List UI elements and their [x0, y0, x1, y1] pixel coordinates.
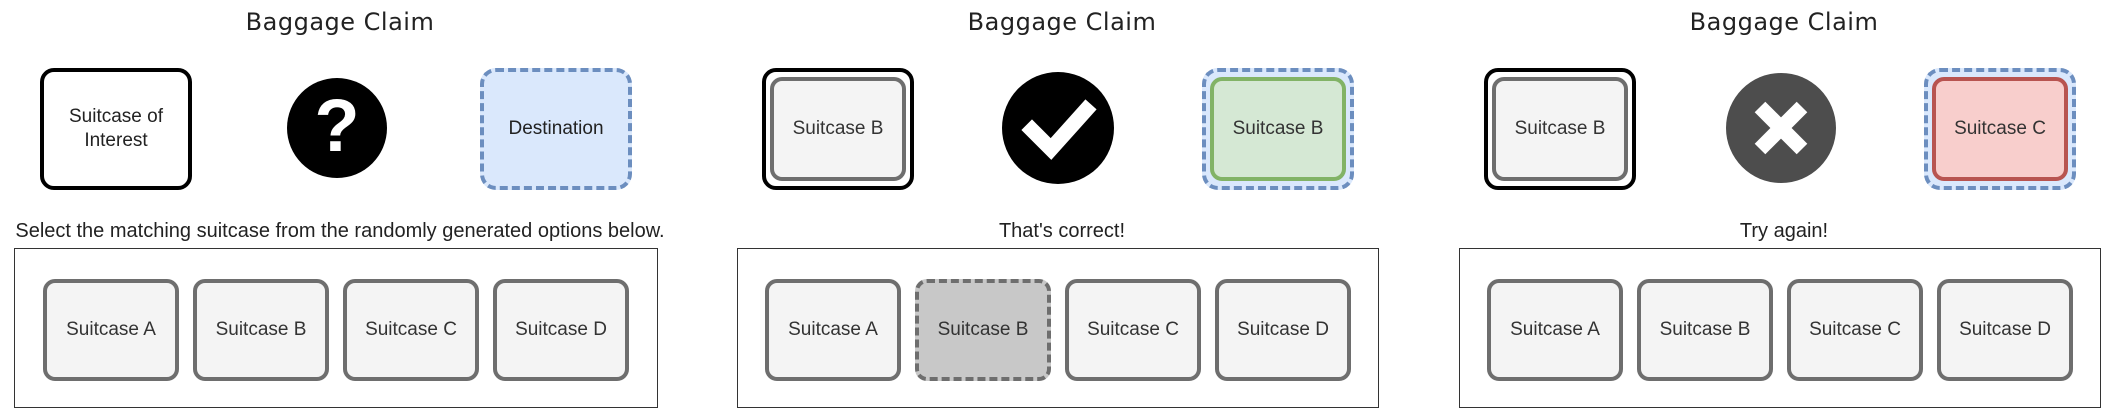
option-suitcase-c[interactable]: Suitcase C — [343, 279, 479, 381]
destination-card-correct: Suitcase B — [1210, 77, 1346, 181]
check-icon — [1002, 72, 1114, 184]
feedback-text: That's correct! — [998, 220, 1126, 242]
feedback-text: Try again! — [1739, 220, 1829, 242]
suitcase-of-interest-label: Suitcase B — [1514, 118, 1606, 139]
suitcase-of-interest-card: Suitcase B — [770, 77, 906, 181]
option-suitcase-d[interactable]: Suitcase D — [493, 279, 629, 381]
option-suitcase-b[interactable]: Suitcase B — [1637, 279, 1773, 381]
panel-incorrect: Baggage Claim Suitcase B Suitcase C Try … — [1444, 0, 2112, 411]
destination-box: Destination — [480, 68, 632, 190]
destination-card-wrong: Suitcase C — [1932, 77, 2068, 181]
destination-label: Suitcase C — [1954, 118, 2046, 139]
options-tray: Suitcase A Suitcase B Suitcase C Suitcas… — [14, 248, 658, 408]
destination-box: Suitcase B — [1202, 68, 1354, 190]
destination-label: Destination — [508, 118, 604, 139]
suitcase-of-interest-box: Suitcase B — [1484, 68, 1636, 190]
x-icon — [1726, 73, 1836, 183]
panel-title: Baggage Claim — [967, 8, 1157, 36]
svg-text:?: ? — [314, 84, 359, 167]
suitcase-of-interest-label: Suitcase of Interest — [69, 106, 163, 151]
option-suitcase-a[interactable]: Suitcase A — [765, 279, 901, 381]
destination-label: Suitcase B — [1232, 118, 1324, 139]
options-tray: Suitcase A Suitcase B Suitcase C Suitcas… — [1459, 248, 2101, 408]
option-suitcase-b[interactable]: Suitcase B — [193, 279, 329, 381]
options-tray: Suitcase A Suitcase B Suitcase C Suitcas… — [737, 248, 1379, 408]
suitcase-of-interest-label: Suitcase B — [792, 118, 884, 139]
panel-initial: Baggage Claim Suitcase of Interest ? Des… — [0, 0, 680, 411]
destination-box: Suitcase C — [1924, 68, 2076, 190]
option-suitcase-c[interactable]: Suitcase C — [1787, 279, 1923, 381]
suitcase-of-interest-box: Suitcase B — [762, 68, 914, 190]
suitcase-of-interest-card: Suitcase B — [1492, 77, 1628, 181]
option-suitcase-d[interactable]: Suitcase D — [1215, 279, 1351, 381]
question-icon: ? — [287, 78, 387, 178]
option-suitcase-d[interactable]: Suitcase D — [1937, 279, 2073, 381]
instruction-text: Select the matching suitcase from the ra… — [15, 220, 665, 242]
option-suitcase-c[interactable]: Suitcase C — [1065, 279, 1201, 381]
panel-title: Baggage Claim — [245, 8, 435, 36]
option-suitcase-b-selected[interactable]: Suitcase B — [915, 279, 1051, 381]
option-suitcase-a[interactable]: Suitcase A — [1487, 279, 1623, 381]
option-suitcase-a[interactable]: Suitcase A — [43, 279, 179, 381]
panel-title: Baggage Claim — [1689, 8, 1879, 36]
panel-correct: Baggage Claim Suitcase B Suitcase B That… — [722, 0, 1402, 411]
suitcase-of-interest-box: Suitcase of Interest — [40, 68, 192, 190]
